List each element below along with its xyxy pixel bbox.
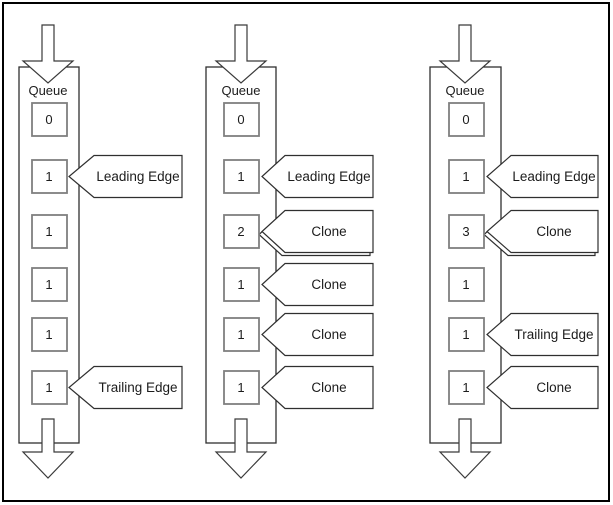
queue-slot-value: 1 bbox=[237, 277, 244, 292]
queue-slot-value: 1 bbox=[45, 169, 52, 184]
queue-slot bbox=[31, 370, 68, 405]
queue-column-1: Queue 0 1 1 1 1 1 Leading Edge Trailing … bbox=[18, 24, 183, 479]
queue-column-3: Queue 0 1 3 1 1 1 Leading Edge Clone Tra… bbox=[429, 24, 599, 479]
queue-slot-value: 1 bbox=[45, 277, 52, 292]
queue-slot-value: 1 bbox=[45, 224, 52, 239]
queue-slot bbox=[223, 267, 260, 302]
queue-slot bbox=[31, 267, 68, 302]
queue-slot bbox=[31, 317, 68, 352]
queue-slot bbox=[448, 370, 485, 405]
trailing-edge-callout bbox=[486, 312, 599, 357]
clone-callout bbox=[486, 365, 599, 410]
queue-slot-value: 1 bbox=[45, 327, 52, 342]
queue-slot bbox=[448, 102, 485, 137]
leading-edge-callout bbox=[68, 154, 183, 199]
queue-slot-value: 1 bbox=[462, 169, 469, 184]
callout-label: Clone bbox=[311, 224, 346, 239]
callout-label: Leading Edge bbox=[287, 169, 370, 184]
outflow-arrow-icon bbox=[438, 418, 492, 479]
queue-slot-value: 1 bbox=[462, 380, 469, 395]
queue-label: Queue bbox=[445, 83, 484, 98]
queue-slot-value: 1 bbox=[237, 169, 244, 184]
clone-callout bbox=[261, 365, 374, 410]
callout-label: Clone bbox=[311, 327, 346, 342]
clone-callout bbox=[261, 262, 374, 307]
clone-callout bbox=[486, 209, 599, 254]
queue-slot-value: 1 bbox=[462, 277, 469, 292]
queue-slot-value: 1 bbox=[45, 380, 52, 395]
queue-slot-value: 1 bbox=[237, 380, 244, 395]
queue-slot bbox=[223, 159, 260, 194]
leading-edge-callout bbox=[261, 154, 374, 199]
queue-slot bbox=[448, 317, 485, 352]
inflow-arrow-icon bbox=[214, 24, 268, 84]
queue-slot bbox=[448, 267, 485, 302]
queue-slot-value: 1 bbox=[462, 327, 469, 342]
clone-callout bbox=[261, 312, 374, 357]
queue-slot-value: 0 bbox=[237, 112, 244, 127]
queue-slot bbox=[448, 214, 485, 249]
queue-slot bbox=[31, 159, 68, 194]
inflow-arrow-icon bbox=[438, 24, 492, 84]
callout-label: Leading Edge bbox=[512, 169, 595, 184]
queue-slot-value: 2 bbox=[237, 224, 244, 239]
queue-label: Queue bbox=[28, 83, 67, 98]
leading-edge-callout bbox=[486, 154, 599, 199]
queue-slot bbox=[223, 370, 260, 405]
callout-label: Clone bbox=[536, 224, 571, 239]
callout-label: Trailing Edge bbox=[514, 327, 593, 342]
callout-label: Leading Edge bbox=[96, 169, 179, 184]
queue-column-2: Queue 0 1 2 1 1 1 Leading Edge Clone Clo… bbox=[205, 24, 374, 479]
callout-label: Trailing Edge bbox=[98, 380, 177, 395]
queue-slot bbox=[448, 159, 485, 194]
clone-callout bbox=[261, 209, 374, 254]
queue-label: Queue bbox=[221, 83, 260, 98]
outflow-arrow-icon bbox=[214, 418, 268, 479]
queue-slot-value: 0 bbox=[462, 112, 469, 127]
queue-slot bbox=[223, 102, 260, 137]
trailing-edge-callout bbox=[68, 365, 183, 410]
callout-label: Clone bbox=[311, 380, 346, 395]
queue-slot bbox=[223, 214, 260, 249]
queue-slot bbox=[31, 214, 68, 249]
queue-slot bbox=[31, 102, 68, 137]
callout-label: Clone bbox=[311, 277, 346, 292]
queue-slot-value: 3 bbox=[462, 224, 469, 239]
queue-slot bbox=[223, 317, 260, 352]
callout-label: Clone bbox=[536, 380, 571, 395]
outflow-arrow-icon bbox=[21, 418, 75, 479]
inflow-arrow-icon bbox=[21, 24, 75, 84]
queue-slot-value: 0 bbox=[45, 112, 52, 127]
queue-slot-value: 1 bbox=[237, 327, 244, 342]
